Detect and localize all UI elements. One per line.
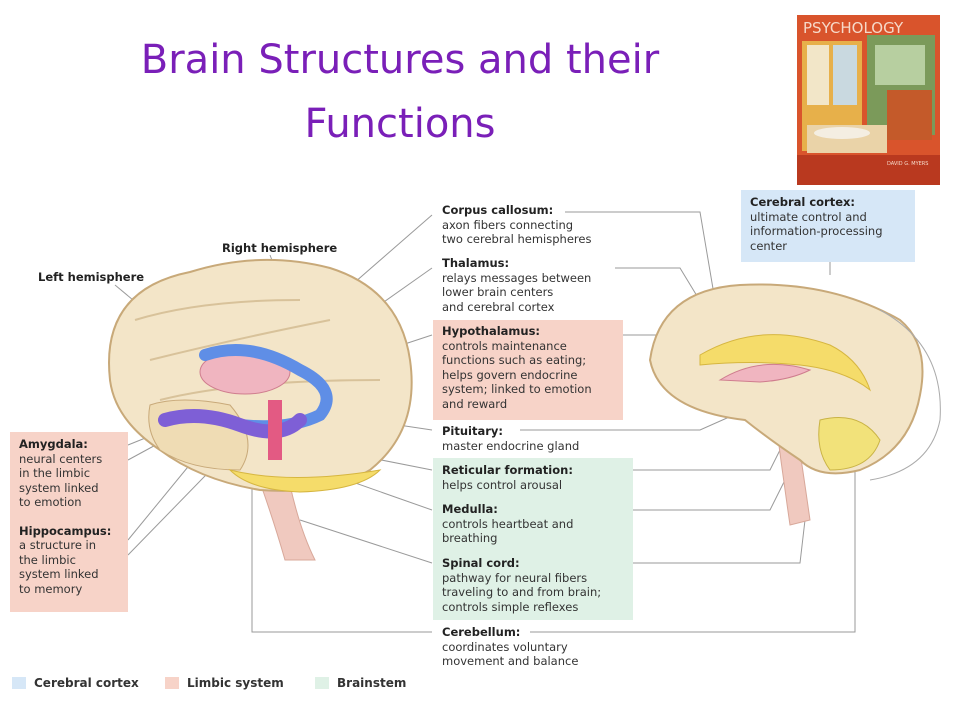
legend-swatch-limbic-system	[165, 677, 179, 689]
book-cover-image: PSYCHOLOGY DAVID G. MYERS	[797, 15, 940, 185]
brain-sagittal-view	[648, 283, 941, 526]
label-right-hemisphere: Right hemisphere	[222, 241, 338, 255]
label-cerebral-cortex: Cerebral cortex: ultimate control and in…	[741, 190, 915, 262]
legend-swatch-cerebral-cortex	[12, 677, 26, 689]
label-cerebellum: Cerebellum: coordinates voluntary moveme…	[442, 625, 579, 668]
legend-brainstem: Brainstem	[315, 676, 406, 690]
book-title: PSYCHOLOGY	[803, 19, 904, 37]
label-reticular-formation: Reticular formation: helps control arous…	[442, 463, 573, 492]
page-title: Brain Structures and their Functions	[140, 37, 660, 147]
label-hippocampus: Hippocampus:	[19, 523, 112, 538]
legend-limbic-system: Limbic system	[165, 676, 284, 690]
label-medulla: Medulla: controls heartbeat and breathin…	[442, 502, 574, 545]
brain-3d-view	[108, 258, 413, 561]
brain-diagram	[108, 211, 941, 633]
legend-cerebral-cortex: Cerebral cortex	[12, 676, 139, 690]
book-author: DAVID G. MYERS	[887, 161, 928, 167]
label-thalamus: Thalamus: relays messages between lower …	[442, 256, 592, 314]
legend-swatch-brainstem	[315, 677, 329, 689]
label-corpus-callosum: Corpus callosum: axon fibers connecting …	[442, 203, 592, 246]
label-left-hemisphere: Left hemisphere	[38, 270, 145, 284]
label-pituitary: Pituitary: master endocrine gland	[442, 424, 580, 453]
label-hypothalamus: Hypothalamus: controls maintenance funct…	[433, 320, 623, 420]
label-spinal-cord: Spinal cord: pathway for neural fibers t…	[442, 556, 602, 614]
label-amygdala: Amygdala: neural centers in the limbic s…	[10, 432, 128, 612]
brainstem-group-box	[433, 458, 633, 620]
